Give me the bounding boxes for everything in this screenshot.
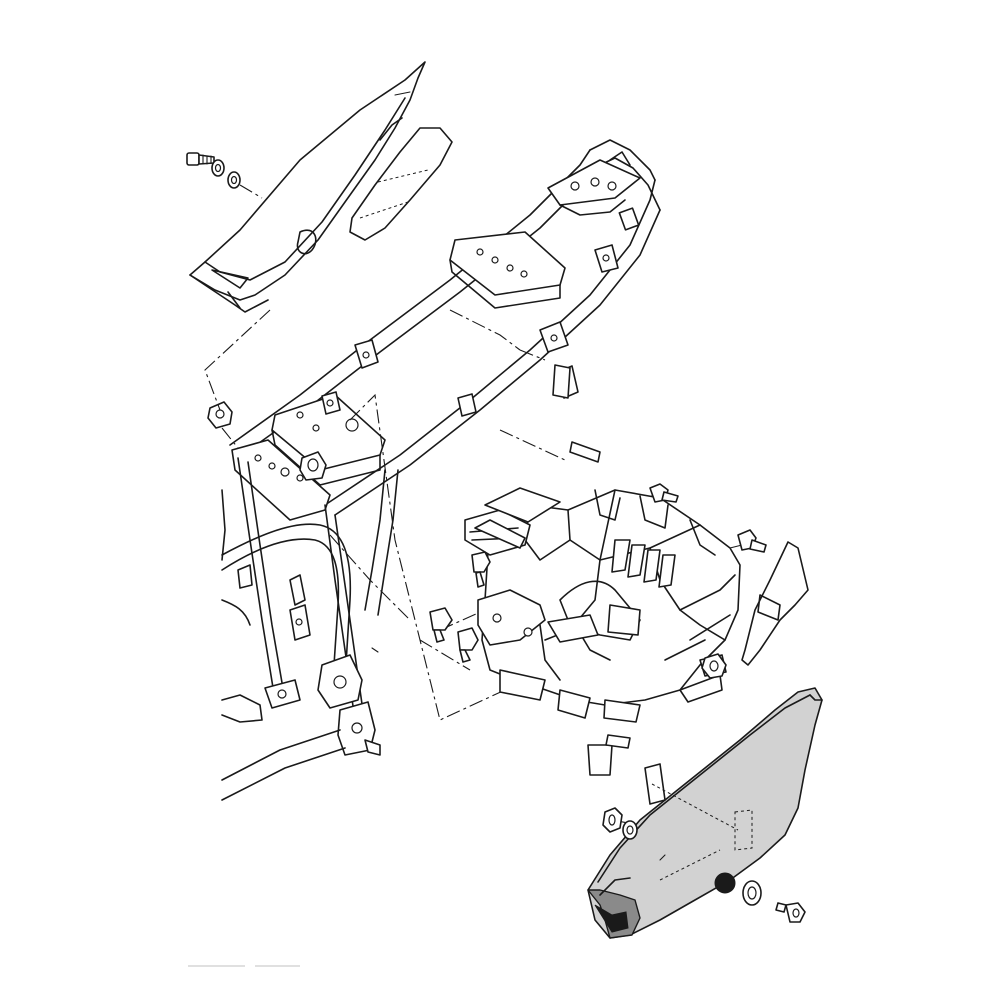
side-cover-left-set <box>602 807 638 840</box>
rubber-pad-icon <box>552 364 631 776</box>
washer-icon <box>211 159 225 177</box>
frame-nut-1 <box>207 401 233 429</box>
nut-icon <box>602 807 623 833</box>
side-cover-right-set <box>742 880 806 923</box>
battery-decal <box>741 541 809 666</box>
bolt-icon <box>429 607 453 643</box>
side-cover <box>587 687 823 939</box>
tail-decal <box>349 127 453 241</box>
grommet-icon <box>227 171 241 189</box>
bolt-icon <box>471 551 491 588</box>
tail-cover <box>189 61 426 313</box>
tail-bolt-set <box>186 152 263 199</box>
frame-nut-2 <box>299 451 327 481</box>
seat-rail-frame <box>207 139 661 801</box>
bolt-icon <box>737 529 767 553</box>
screw-icon <box>775 902 806 923</box>
bolt-icon <box>649 483 679 503</box>
grommet-icon <box>742 880 762 906</box>
bolt-icon <box>701 653 727 679</box>
side-cover-decal <box>644 763 739 831</box>
washer-icon <box>622 820 638 840</box>
bolt-icon <box>186 152 215 166</box>
bolt-icon <box>457 627 479 663</box>
battery-box <box>464 487 741 723</box>
battery-box-bolts <box>429 364 767 776</box>
